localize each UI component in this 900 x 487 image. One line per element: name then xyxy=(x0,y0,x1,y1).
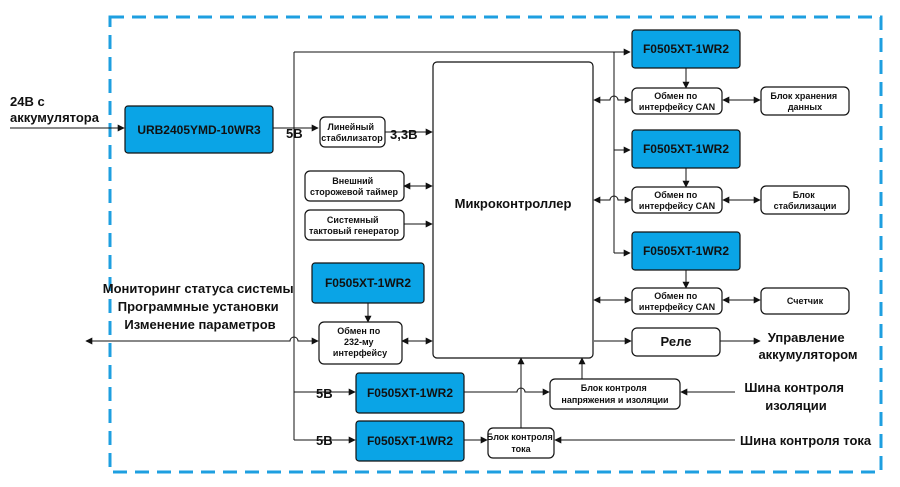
dcdc-module-can-1 xyxy=(631,29,741,69)
clock-generator-label: Системный тактовый генератор xyxy=(309,215,399,236)
dcdc-module-rs232-label: F0505XT-1WR2 xyxy=(325,276,411,290)
main-converter-label: URB2405YMD-10WR3 xyxy=(137,123,261,137)
dcdc-module-can-1-label: F0505XT-1WR2 xyxy=(643,42,729,56)
voltage-33v-label: 3,3В xyxy=(390,127,417,142)
dcdc-module-voltage-label: F0505XT-1WR2 xyxy=(367,386,453,400)
can-exchange-label-2: Обмен по интерфейсу CAN xyxy=(639,190,715,211)
voltage-5v-label-mid: 5В xyxy=(316,386,333,401)
relay-box xyxy=(631,327,721,357)
clock-generator-box xyxy=(304,209,405,241)
data-storage-label: Блок хранения данных xyxy=(770,91,839,112)
voltage-iso-block-box xyxy=(549,378,681,410)
current-bus-label: Шина контроля тока xyxy=(740,433,872,448)
dcdc-module-can-3 xyxy=(631,231,741,271)
can-exchange-label-1: Обмен по интерфейсу CAN xyxy=(639,91,715,112)
wires xyxy=(10,48,761,444)
voltage-5v-label-top: 5В xyxy=(286,126,303,141)
relay-label: Реле xyxy=(661,334,692,349)
current-block-label: Блок контроля тока xyxy=(487,432,556,454)
monitoring-label: Мониторинг статуса системы Программные у… xyxy=(103,281,297,332)
counter-label: Счетчик xyxy=(787,296,824,306)
watchdog-box xyxy=(304,170,405,202)
can-exchange-label-3: Обмен по интерфейсу CAN xyxy=(639,291,715,312)
stabilization-label: Блок стабилизации xyxy=(774,190,837,211)
voltage-5v-label-bottom: 5В xyxy=(316,433,333,448)
stabilization-box xyxy=(760,185,850,215)
system-boundary xyxy=(108,15,883,474)
dcdc-module-current-label: F0505XT-1WR2 xyxy=(367,434,453,448)
dcdc-module-rs232 xyxy=(311,262,425,304)
dcdc-module-can-2 xyxy=(631,129,741,169)
main-converter-box xyxy=(124,105,274,154)
dcdc-module-current xyxy=(355,420,465,462)
dcdc-module-voltage xyxy=(355,372,465,414)
battery-control-label: Управление аккумулятором xyxy=(758,330,857,362)
watchdog-label: Внешний сторожевой таймер xyxy=(310,176,398,197)
microcontroller-label: Микроконтроллер xyxy=(455,196,572,211)
rs232-exchange-box xyxy=(318,321,403,365)
voltage-iso-block-label: Блок контроля напряжения и изоляции xyxy=(561,383,668,405)
input-label: 24В с аккумулятора xyxy=(10,94,100,125)
rs232-exchange-label: Обмен по 232-му интерфейсу xyxy=(333,326,387,358)
dcdc-module-can-2-label: F0505XT-1WR2 xyxy=(643,142,729,156)
can-exchange-box-3 xyxy=(631,287,723,315)
dcdc-module-can-3-label: F0505XT-1WR2 xyxy=(643,244,729,258)
can-exchange-box-2 xyxy=(631,186,723,214)
can-exchange-box-1 xyxy=(631,87,723,115)
counter-box xyxy=(760,287,850,315)
data-storage-box xyxy=(760,86,850,116)
linear-stabilizer-label: Линейный стабилизатор xyxy=(321,122,383,143)
microcontroller-box xyxy=(432,61,594,359)
current-block-box xyxy=(487,427,555,459)
linear-stabilizer-box xyxy=(319,116,386,148)
iso-bus-label: Шина контроля изоляции xyxy=(744,380,847,413)
